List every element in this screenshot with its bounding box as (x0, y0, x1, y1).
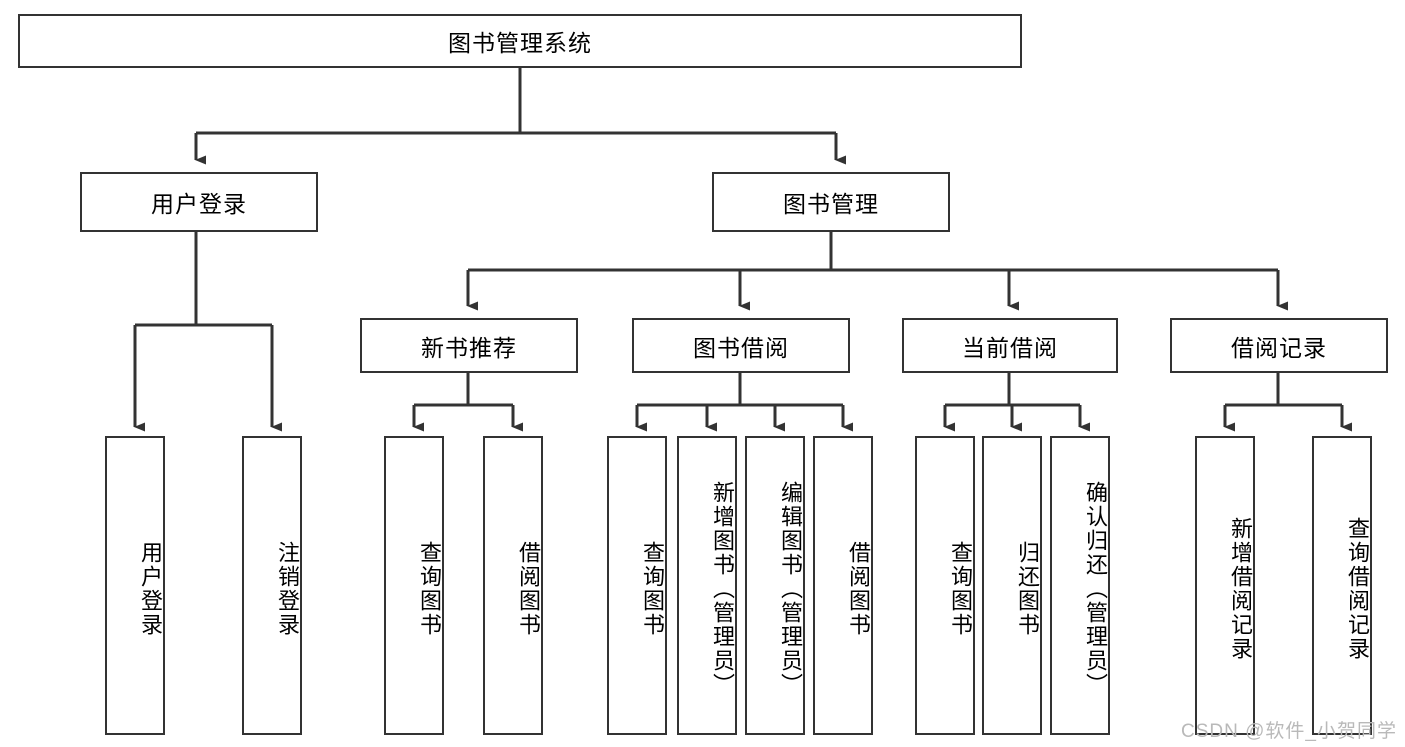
node-book-borrow[interactable]: 图书借阅 (632, 318, 850, 373)
node-leaf-query-book-3-label: 查询图书 (948, 540, 973, 637)
node-book-borrow-label: 图书借阅 (693, 334, 789, 361)
node-leaf-edit-book[interactable]: 编辑图书（管理员） (745, 436, 805, 735)
node-leaf-borrow-book-1-label: 借阅图书 (516, 540, 541, 637)
node-leaf-query-book-1[interactable]: 查询图书 (384, 436, 444, 735)
node-leaf-query-book-2-label: 查询图书 (640, 540, 665, 637)
node-leaf-user-login[interactable]: 用户登录 (105, 436, 165, 735)
node-root-label: 图书管理系统 (448, 30, 592, 56)
node-leaf-borrow-book-1[interactable]: 借阅图书 (483, 436, 543, 735)
node-root[interactable]: 图书管理系统 (18, 14, 1022, 68)
node-book-manage-label: 图书管理 (783, 191, 879, 217)
node-leaf-confirm-return[interactable]: 确认归还（管理员） (1050, 436, 1110, 735)
node-leaf-query-book-2[interactable]: 查询图书 (607, 436, 667, 735)
node-leaf-borrow-book-2-label: 借阅图书 (846, 540, 871, 637)
node-leaf-add-book-label: 新增图书（管理员） (710, 480, 735, 697)
node-leaf-query-record[interactable]: 查询借阅记录 (1312, 436, 1372, 735)
node-new-book-rec-label: 新书推荐 (421, 334, 517, 361)
node-leaf-return-book-label: 归还图书 (1015, 540, 1040, 637)
node-leaf-borrow-book-2[interactable]: 借阅图书 (813, 436, 873, 735)
watermark: CSDN @软件_小贺同学 (1181, 721, 1397, 742)
node-leaf-add-record[interactable]: 新增借阅记录 (1195, 436, 1255, 735)
node-leaf-add-record-label: 新增借阅记录 (1228, 516, 1253, 661)
node-leaf-logout[interactable]: 注销登录 (242, 436, 302, 735)
node-leaf-add-book[interactable]: 新增图书（管理员） (677, 436, 737, 735)
node-current-borrow-label: 当前借阅 (962, 334, 1058, 361)
node-leaf-query-record-label: 查询借阅记录 (1345, 516, 1370, 661)
node-leaf-query-book-3[interactable]: 查询图书 (915, 436, 975, 735)
node-leaf-user-login-label: 用户登录 (138, 540, 163, 637)
node-current-borrow[interactable]: 当前借阅 (902, 318, 1118, 373)
node-user-login-label: 用户登录 (151, 191, 247, 217)
node-book-manage[interactable]: 图书管理 (712, 172, 950, 232)
node-borrow-record[interactable]: 借阅记录 (1170, 318, 1388, 373)
node-leaf-logout-label: 注销登录 (275, 540, 300, 637)
node-borrow-record-label: 借阅记录 (1231, 334, 1327, 361)
node-leaf-edit-book-label: 编辑图书（管理员） (778, 480, 803, 697)
node-new-book-rec[interactable]: 新书推荐 (360, 318, 578, 373)
node-leaf-confirm-return-label: 确认归还（管理员） (1083, 480, 1108, 697)
node-leaf-query-book-1-label: 查询图书 (417, 540, 442, 637)
node-user-login[interactable]: 用户登录 (80, 172, 318, 232)
node-leaf-return-book[interactable]: 归还图书 (982, 436, 1042, 735)
